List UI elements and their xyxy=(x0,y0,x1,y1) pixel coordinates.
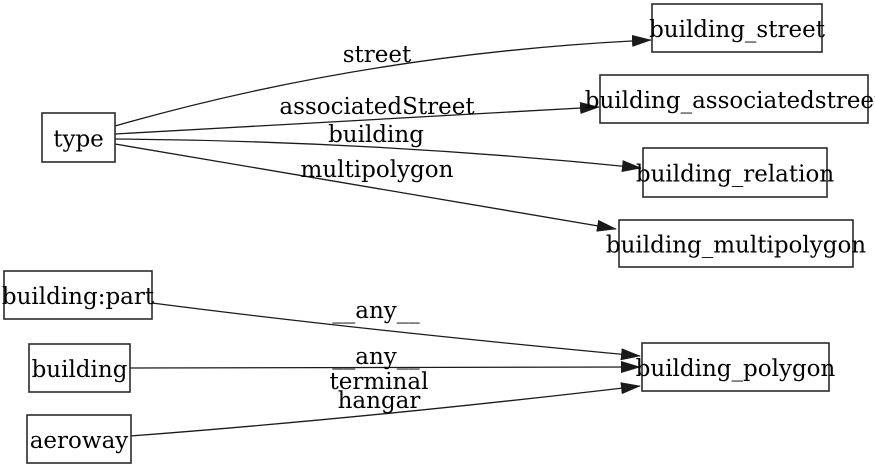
graph-node-aeroway: aeroway xyxy=(26,414,132,464)
edge-label-aeroway-terminal-hangar: terminal xyxy=(330,369,429,395)
node-label-building_associatedstreet: building_associatedstreet xyxy=(585,88,875,114)
node-box-building-part xyxy=(3,270,153,320)
node-box-building_street xyxy=(651,3,823,53)
graph-node-building_associatedstreet: building_associatedstreet xyxy=(585,74,875,124)
node-label-building_street: building_street xyxy=(649,17,826,43)
graph-node-building_multipolygon: building_multipolygon xyxy=(606,219,866,268)
graph-node-building-part: building:part xyxy=(2,270,155,320)
edge-label-buildingpart-any: __any__ xyxy=(332,298,420,324)
node-label-building: building xyxy=(32,357,128,383)
node-box-building xyxy=(28,343,131,393)
edge-label-type-multipolygon: multipolygon xyxy=(301,157,454,183)
nodes-layer: type building_street building_associatedst… xyxy=(2,3,875,464)
graph-node-building_street: building_street xyxy=(649,3,826,53)
edge-building-any xyxy=(128,361,641,374)
node-label-building-part: building:part xyxy=(2,284,155,310)
node-box-building_associatedstreet xyxy=(599,74,869,124)
node-label-building_multipolygon: building_multipolygon xyxy=(606,233,866,259)
graph-node-type: type xyxy=(41,112,116,163)
graph-node-building_relation: building_relation xyxy=(636,147,834,198)
edge-type-associatedstreet xyxy=(114,102,600,135)
edge-type-street xyxy=(114,34,652,127)
edge-label-type-building: building xyxy=(328,122,424,148)
node-label-type: type xyxy=(53,127,104,153)
edge-label-type-street: street xyxy=(343,42,412,68)
edge-type-building xyxy=(114,138,642,173)
node-label-building_polygon: building_polygon xyxy=(636,356,836,382)
edge-buildingpart-any xyxy=(151,302,641,361)
graph-node-building: building xyxy=(28,343,131,393)
node-box-type xyxy=(41,112,116,163)
node-box-building_relation xyxy=(642,147,828,198)
node-box-aeroway xyxy=(26,414,132,464)
graph-node-building_polygon: building_polygon xyxy=(636,342,836,392)
edge-label-aeroway-terminal-hangar: hangar xyxy=(338,388,421,414)
node-label-building_relation: building_relation xyxy=(636,162,834,188)
edge-label-building-any: __any__ xyxy=(332,344,420,370)
node-box-building_polygon xyxy=(641,342,830,392)
edge-type-multipolygon xyxy=(114,143,617,232)
edge-label-type-associatedstreet: associatedStreet xyxy=(279,94,475,120)
node-box-building_multipolygon xyxy=(618,219,854,268)
node-label-aeroway: aeroway xyxy=(30,428,129,454)
edge-aeroway-terminal-hangar xyxy=(129,382,641,437)
